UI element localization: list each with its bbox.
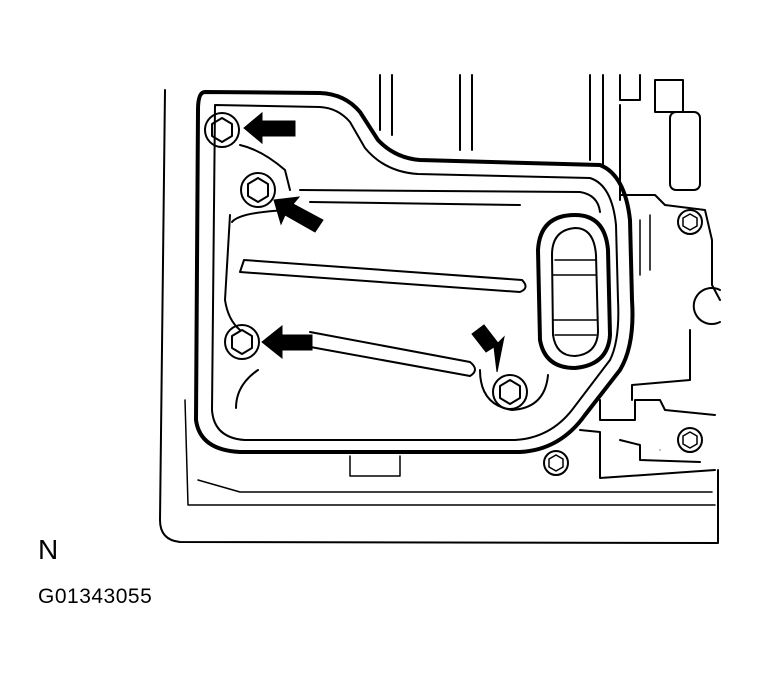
bolt-icon — [543, 450, 569, 476]
arrow-icon — [471, 324, 505, 373]
callout-arrows — [243, 111, 505, 373]
valve-body — [379, 74, 721, 479]
view-label: N — [38, 534, 59, 565]
bolt-icon — [677, 209, 703, 235]
bolt-icon — [240, 172, 276, 208]
bolt-icon — [224, 324, 260, 360]
oil-strainer — [194, 90, 635, 454]
figure-code: G01343055 — [38, 585, 153, 608]
transmission-case-outline — [159, 89, 719, 544]
arrow-icon — [261, 324, 313, 360]
bolt-icon — [492, 374, 528, 410]
bolt-icon — [204, 112, 240, 148]
arrow-icon — [273, 196, 324, 233]
arrow-icon — [243, 111, 296, 145]
bolt-icon — [677, 427, 703, 453]
bolts — [204, 112, 703, 476]
